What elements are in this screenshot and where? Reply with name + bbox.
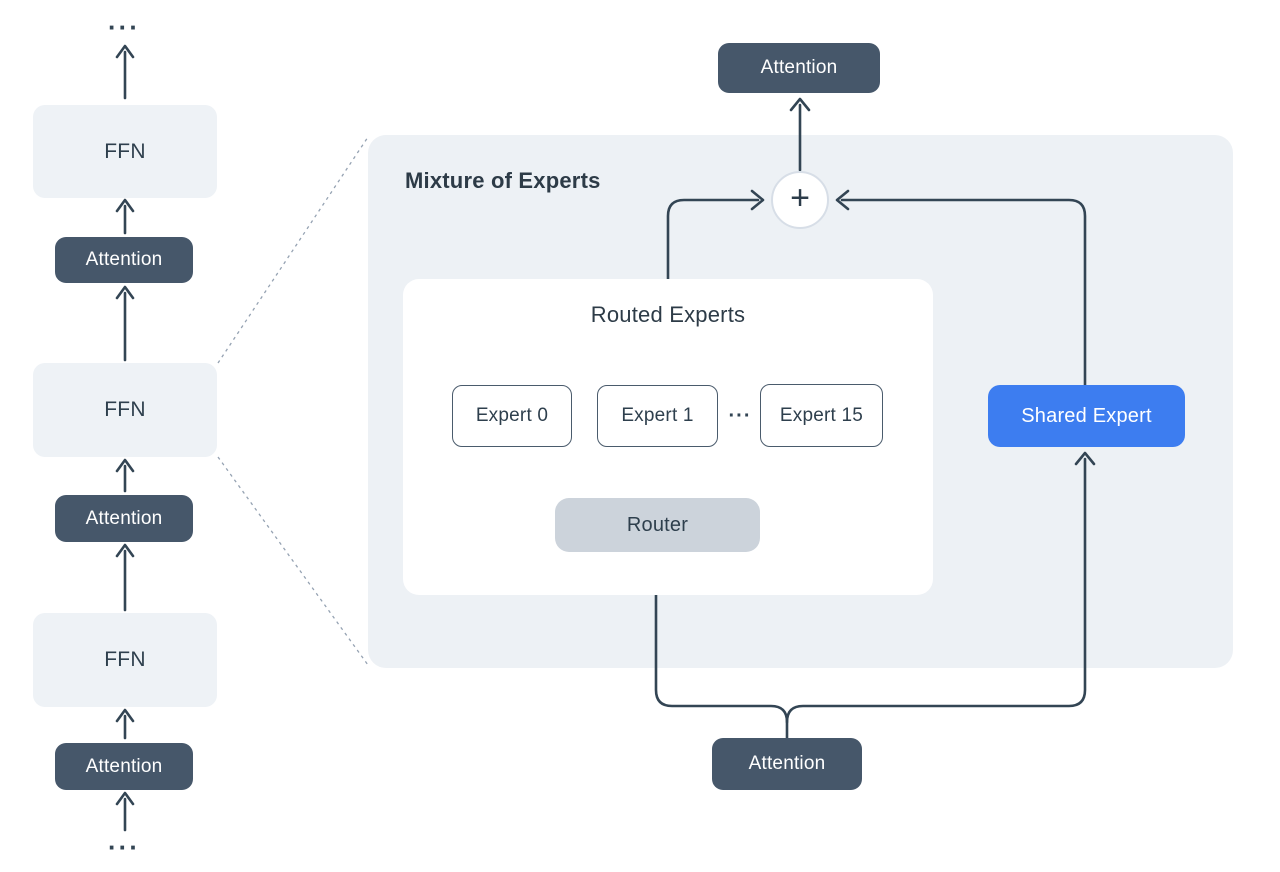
ellipsis-bottom: ··· (108, 832, 140, 862)
ellipsis-top: ··· (108, 12, 140, 42)
attention-block-top: Attention (718, 43, 880, 93)
arrow-ffn2-to-att1 (115, 285, 135, 362)
ellipsis-experts: ··· (728, 405, 752, 427)
ffn-block-1: FFN (33, 105, 217, 198)
shared-expert-block: Shared Expert (988, 385, 1185, 447)
expert-0-block: Expert 0 (452, 385, 572, 447)
ffn-block-3: FFN (33, 613, 217, 707)
dotted-line-ffn-to-panel-bottom (217, 456, 369, 666)
dotted-line-ffn-to-panel-top (217, 136, 369, 364)
arrow-routed-to-sum (666, 189, 765, 281)
attention-block-3: Attention (55, 743, 193, 790)
arrow-att2-to-ffn2 (115, 458, 135, 493)
sum-node: + (771, 171, 829, 229)
expert-1-block: Expert 1 (597, 385, 718, 447)
arrow-ellipsis-to-att3 (115, 791, 135, 832)
attention-block-1: Attention (55, 237, 193, 283)
arrow-att3-to-ffn3 (115, 708, 135, 740)
attention-block-2: Attention (55, 495, 193, 542)
moe-panel-title: Mixture of Experts (405, 168, 601, 193)
arrow-sum-to-attention-top (789, 97, 811, 172)
arrow-att1-to-ffn1 (115, 198, 135, 235)
routed-experts-title: Routed Experts (590, 302, 746, 327)
arrow-ffn1-to-ellipsis (115, 44, 135, 100)
expert-15-block: Expert 15 (760, 384, 883, 447)
arrow-attention-bottom-to-shared (785, 451, 1096, 724)
router-block: Router (555, 498, 760, 552)
arrow-ffn3-to-att2 (115, 543, 135, 612)
arrow-shared-to-sum (835, 189, 1087, 387)
attention-block-bottom: Attention (712, 738, 862, 790)
ffn-block-2-expanded: FFN (33, 363, 217, 457)
